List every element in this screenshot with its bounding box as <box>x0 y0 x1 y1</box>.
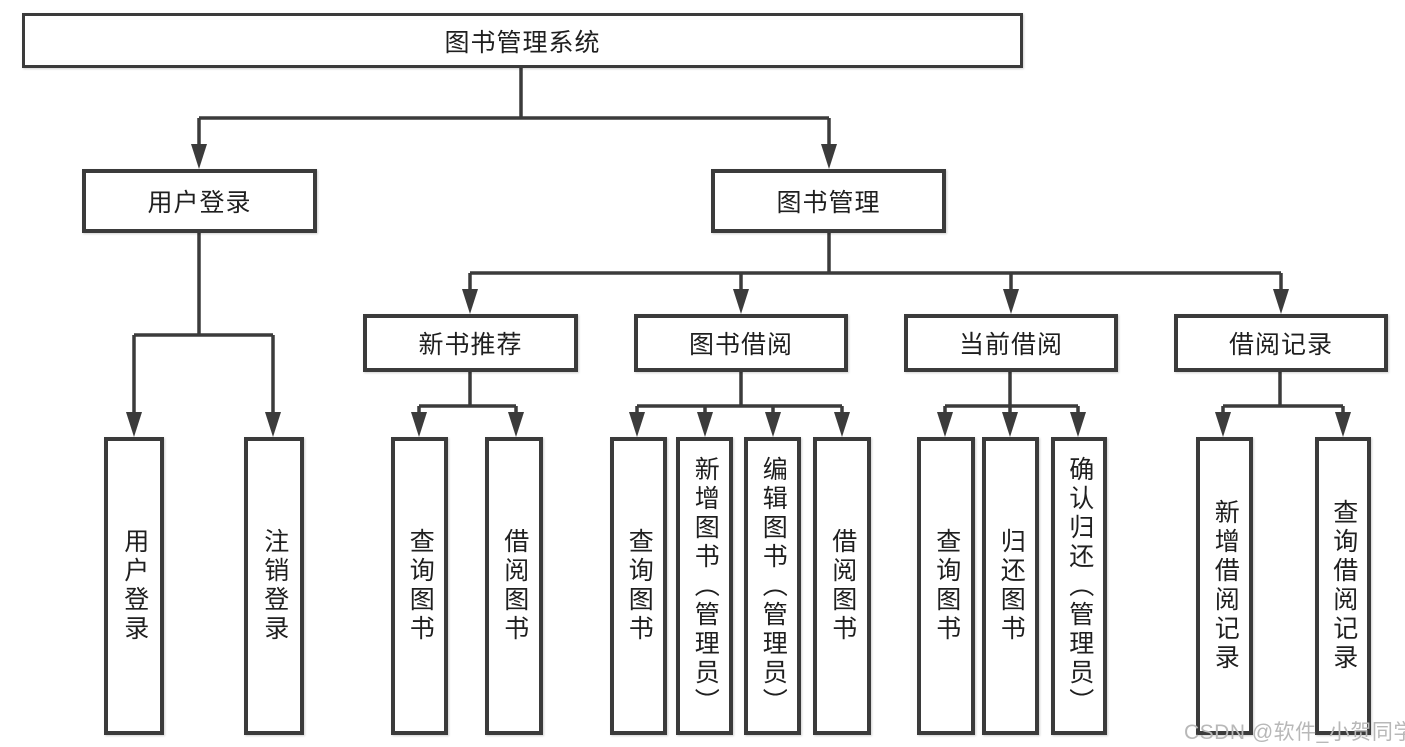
leaf-cb-confirm-return-admin-label: 确认归还（管理员） <box>1065 455 1094 717</box>
node-new-book-recommend-label: 新书推荐 <box>418 331 523 359</box>
leaf-bb-add-books-admin-label: 新增图书（管理员） <box>691 455 720 717</box>
node-root-label: 图书管理系统 <box>444 28 601 57</box>
leaf-cb-return-books: 归还图书 <box>982 437 1039 735</box>
node-book-borrowing-label: 图书借阅 <box>688 331 793 359</box>
leaf-cb-confirm-return-admin: 确认归还（管理员） <box>1051 437 1107 735</box>
node-new-book-recommend: 新书推荐 <box>363 314 578 372</box>
leaf-br-add-record-label: 新增借阅记录 <box>1211 499 1240 673</box>
leaf-bb-edit-books-admin: 编辑图书（管理员） <box>744 437 801 735</box>
node-current-borrowing: 当前借阅 <box>904 314 1118 372</box>
leaf-nbr-query-books: 查询图书 <box>391 437 448 735</box>
leaf-bb-edit-books-admin-label: 编辑图书（管理员） <box>759 455 788 717</box>
leaf-bb-borrow-books-label: 借阅图书 <box>828 528 857 644</box>
leaf-logout: 注销登录 <box>244 437 304 735</box>
node-root: 图书管理系统 <box>22 13 1023 68</box>
node-borrowing-records: 借阅记录 <box>1174 314 1388 372</box>
node-book-borrowing: 图书借阅 <box>634 314 848 372</box>
leaf-nbr-borrow-books-label: 借阅图书 <box>500 528 529 644</box>
leaf-br-add-record: 新增借阅记录 <box>1196 437 1253 735</box>
node-user-login-label: 用户登录 <box>147 189 252 217</box>
node-book-management: 图书管理 <box>711 169 946 233</box>
leaf-bb-query-books-label: 查询图书 <box>625 528 654 644</box>
leaf-cb-query-books: 查询图书 <box>917 437 975 735</box>
node-user-login: 用户登录 <box>82 169 317 233</box>
leaf-nbr-query-books-label: 查询图书 <box>406 528 435 644</box>
leaf-user-login-label: 用户登录 <box>120 528 149 644</box>
leaf-bb-query-books: 查询图书 <box>610 437 667 735</box>
leaf-bb-add-books-admin: 新增图书（管理员） <box>676 437 733 735</box>
leaf-bb-borrow-books: 借阅图书 <box>813 437 871 735</box>
leaf-cb-return-books-label: 归还图书 <box>997 528 1026 644</box>
node-book-management-label: 图书管理 <box>776 189 881 217</box>
leaf-user-login: 用户登录 <box>104 437 164 735</box>
node-current-borrowing-label: 当前借阅 <box>958 331 1063 359</box>
node-borrowing-records-label: 借阅记录 <box>1228 331 1333 359</box>
leaf-nbr-borrow-books: 借阅图书 <box>485 437 543 735</box>
leaf-br-query-record: 查询借阅记录 <box>1315 437 1371 735</box>
leaf-logout-label: 注销登录 <box>260 528 289 644</box>
watermark-text: CSDN @软件_小贺同学 <box>1184 721 1405 744</box>
leaf-cb-query-books-label: 查询图书 <box>932 528 961 644</box>
leaf-br-query-record-label: 查询借阅记录 <box>1329 499 1358 673</box>
